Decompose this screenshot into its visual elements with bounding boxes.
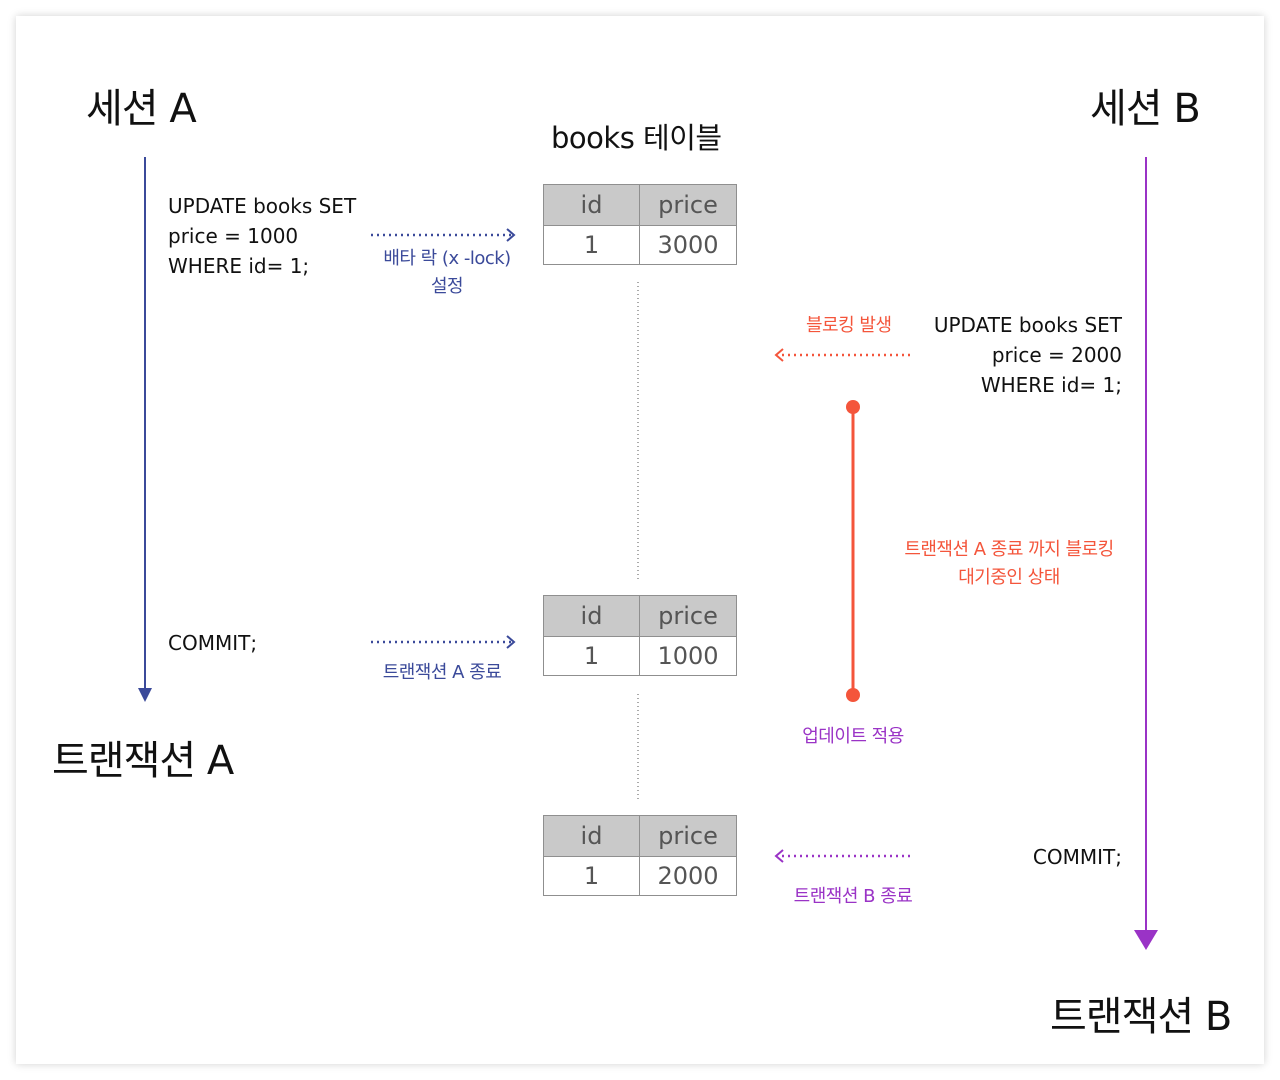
books-table-snapshot-3: id price 1 2000	[543, 815, 737, 896]
lock-arrow-head	[506, 228, 516, 242]
books-table-snapshot-1: id price 1 3000	[543, 184, 737, 265]
session-a-commit-sql: COMMIT;	[168, 631, 258, 655]
session-b-title: 세션 B	[1090, 86, 1201, 132]
cell-id: 1	[543, 225, 640, 265]
session-a-arrowhead	[138, 688, 152, 702]
books-table-snapshot-2: id price 1 1000	[543, 595, 737, 676]
sql-line: WHERE id= 1;	[980, 373, 1122, 397]
waiting-note: 트랜잭션 A 종료 까지 블로킹 대기중인 상태	[898, 536, 1120, 592]
session-b-update-sql: UPDATE books SET price = 2000 WHERE id= …	[900, 310, 1122, 400]
blocking-note: 블로킹 발생	[806, 315, 892, 336]
cell-price: 2000	[639, 856, 737, 896]
sql-line: price = 2000	[991, 343, 1122, 367]
lock-note: 배타 락 (x -lock) 설정	[372, 245, 522, 301]
waiting-note-line: 트랜잭션 A 종료 까지 블로킹	[904, 539, 1114, 560]
commit-a-arrow-head	[506, 635, 516, 649]
commit-a-note: 트랜잭션 A 종료	[382, 662, 502, 683]
cell-price: 1000	[639, 636, 737, 676]
session-b-commit-sql: COMMIT;	[1032, 845, 1122, 869]
sql-line: price = 1000	[168, 224, 299, 248]
transaction-a-label: 트랜잭션 A	[52, 738, 234, 784]
lock-note-line: 설정	[430, 276, 464, 297]
cell-id: 1	[543, 636, 640, 676]
cell-id: 1	[543, 856, 640, 896]
session-a-update-sql: UPDATE books SET price = 1000 WHERE id= …	[168, 191, 356, 281]
session-b-arrowhead	[1134, 930, 1158, 950]
table-title: books 테이블	[551, 121, 722, 155]
transaction-b-label: 트랜잭션 B	[1050, 994, 1232, 1040]
blocking-end-dot	[846, 688, 860, 702]
commit-b-arrow-head	[774, 849, 784, 863]
sql-line: WHERE id= 1;	[168, 254, 310, 278]
session-a-title: 세션 A	[86, 86, 197, 132]
column-header-id: id	[543, 815, 640, 857]
applied-note: 업데이트 적용	[802, 726, 904, 747]
commit-b-note: 트랜잭션 B 종료	[793, 886, 913, 907]
table-row: 1 3000	[543, 225, 737, 265]
column-header-price: price	[639, 815, 737, 857]
table-row: 1 1000	[543, 636, 737, 676]
column-header-price: price	[639, 595, 737, 637]
blocking-arrow-head	[774, 348, 784, 362]
cell-price: 3000	[639, 225, 737, 265]
table-row: 1 2000	[543, 856, 737, 896]
lock-note-line: 배타 락 (x -lock)	[383, 248, 511, 269]
column-header-id: id	[543, 184, 640, 226]
column-header-price: price	[639, 184, 737, 226]
sql-line: UPDATE books SET	[168, 194, 357, 218]
sql-line: UPDATE books SET	[933, 313, 1122, 337]
waiting-note-line: 대기중인 상태	[958, 567, 1060, 588]
column-header-id: id	[543, 595, 640, 637]
blocking-start-dot	[846, 400, 860, 414]
